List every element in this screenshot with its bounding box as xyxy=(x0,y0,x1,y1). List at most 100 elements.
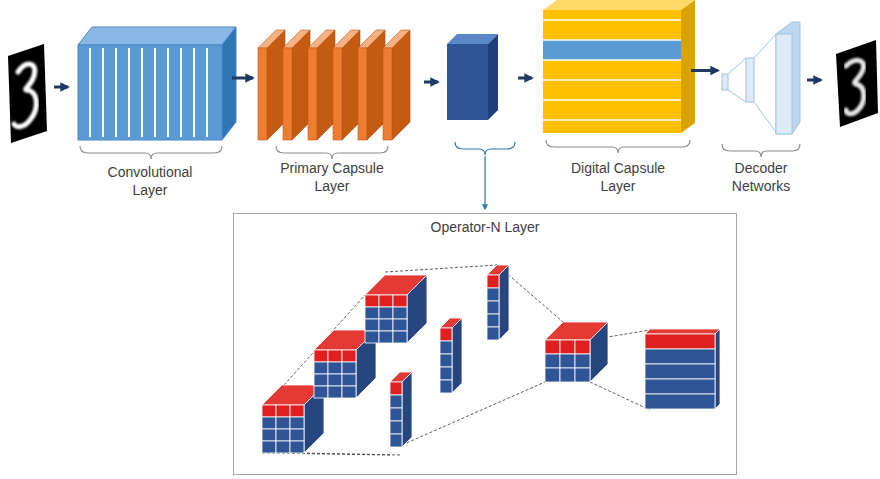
tensor-cell xyxy=(575,340,590,354)
digital-capsule-face xyxy=(543,0,695,10)
decoder-layer xyxy=(776,34,792,134)
digital-capsule-face xyxy=(543,19,681,21)
tensor-cell xyxy=(393,307,407,319)
tensor-cell xyxy=(590,322,608,382)
capsule-slab xyxy=(258,30,285,48)
primary-capsule-block xyxy=(258,30,410,140)
dashed-guide xyxy=(385,265,497,272)
tensor-cell xyxy=(262,441,276,453)
conv-block-face xyxy=(102,48,104,137)
digital-capsule-face xyxy=(543,59,681,61)
digital-capsule-face xyxy=(543,10,681,133)
tensor-cell xyxy=(487,314,499,327)
layer-block: Primary Capsule Layer xyxy=(255,28,425,140)
tensor-cell xyxy=(440,380,452,393)
tensor-cube xyxy=(645,329,720,409)
tensor-cell xyxy=(560,368,575,382)
tensor-cell xyxy=(342,362,356,374)
tensor-cell xyxy=(262,405,276,417)
tensor-cell xyxy=(545,368,560,382)
tensor-cell xyxy=(328,374,342,386)
tensor-cell xyxy=(393,295,407,307)
input-digit xyxy=(14,64,36,127)
tensor-cell xyxy=(715,329,720,409)
tensor-cell xyxy=(393,331,407,343)
conv-block-face xyxy=(206,48,208,137)
flow-arrow xyxy=(691,69,718,72)
bracket xyxy=(455,142,515,155)
decoder-layer xyxy=(722,74,728,90)
layer-block: Decoder Networks xyxy=(720,20,802,140)
conv-block-face xyxy=(141,48,143,137)
tensor-cell xyxy=(545,340,560,354)
capsule-slab xyxy=(383,48,392,140)
capsule-slab xyxy=(292,30,310,140)
decoder-layer xyxy=(754,102,776,132)
tensor-cube xyxy=(390,372,412,447)
tensor-cell xyxy=(487,275,499,288)
capsule-slab xyxy=(342,30,360,140)
decoder-layer xyxy=(728,58,746,74)
tensor-cell xyxy=(328,362,342,374)
capsule-slab xyxy=(267,30,285,140)
flow-arrow xyxy=(232,77,253,80)
operator-block xyxy=(447,34,498,120)
decoder-layer xyxy=(776,22,800,134)
tensor-cell xyxy=(379,319,393,331)
tensor-cell xyxy=(314,350,328,362)
tensor-cell xyxy=(440,354,452,367)
operator-block-face xyxy=(447,44,488,120)
panel-title: Operator-N Layer xyxy=(234,214,736,235)
capsule-slab xyxy=(383,30,410,48)
tensor-cell xyxy=(276,405,290,417)
tensor-cell xyxy=(276,441,290,453)
tensor-cell xyxy=(575,368,590,382)
tensor-cell xyxy=(487,288,499,301)
decoder-layer xyxy=(746,58,754,102)
capsule-slab xyxy=(308,30,335,48)
flow-arrow xyxy=(518,77,532,80)
tensor-cell xyxy=(276,417,290,429)
decoder-layer xyxy=(754,34,776,58)
capsule-slab xyxy=(317,30,335,140)
tensor-cell xyxy=(545,354,560,368)
tensor-cell xyxy=(365,319,379,331)
tensor-cube xyxy=(487,265,509,340)
tensor-cell xyxy=(342,386,356,398)
tensor-cell xyxy=(487,301,499,314)
tensor-cell xyxy=(365,295,379,307)
callout-arrow xyxy=(484,156,485,209)
layer-label: Decoder Networks xyxy=(722,159,800,195)
capsule-slab xyxy=(367,30,385,140)
tensor-cell xyxy=(560,340,575,354)
digital-capsule-face xyxy=(681,0,695,133)
conv-block-face xyxy=(193,48,195,137)
tensor-cell xyxy=(393,319,407,331)
bracket xyxy=(80,146,222,159)
capsule-slab xyxy=(308,48,317,140)
digital-capsule-block xyxy=(543,0,695,133)
tensor-cell xyxy=(262,417,276,429)
capsule-slab xyxy=(358,48,367,140)
tensor-cell xyxy=(390,382,402,395)
flow-arrow xyxy=(54,86,68,89)
conv-block-face xyxy=(89,48,91,137)
layer-label: Convolutional Layer xyxy=(94,163,206,199)
conv-block-face xyxy=(78,45,222,140)
operator-block-face xyxy=(488,34,498,120)
tensor-cube xyxy=(440,318,462,393)
dashed-guide xyxy=(402,382,545,445)
tensor-cell xyxy=(314,386,328,398)
conv-block-face xyxy=(128,48,130,137)
tensor-cell xyxy=(379,331,393,343)
tensor-cell xyxy=(328,386,342,398)
digital-capsule-face xyxy=(543,39,681,41)
flow-arrow xyxy=(424,81,438,84)
input-image xyxy=(8,44,47,143)
bracket xyxy=(276,146,388,159)
tensor-cell xyxy=(365,307,379,319)
conv-block-face xyxy=(180,48,182,137)
conv-block-face xyxy=(115,48,117,137)
